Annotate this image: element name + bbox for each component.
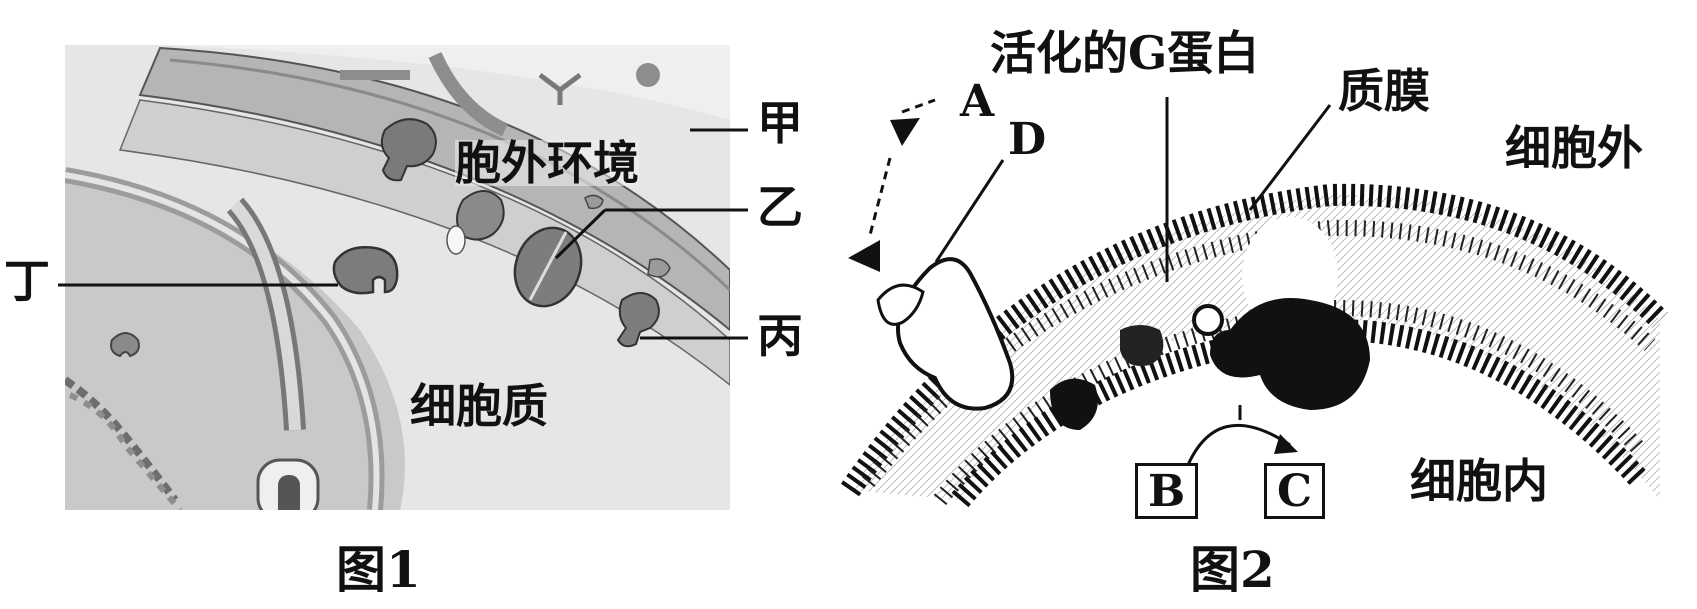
label-yi: 乙 (757, 180, 803, 234)
extracellular-region (160, 45, 730, 120)
arrow-b-to-c-head (1274, 434, 1298, 454)
protein-D-lobe (876, 283, 925, 326)
g-protein-side (1120, 325, 1164, 366)
cycle-line-top (901, 98, 936, 114)
label-activated-g-protein: 活化的G蛋白 (990, 26, 1260, 80)
label-cell-inside: 细胞内 (1410, 454, 1548, 508)
extracellular-particle (636, 63, 660, 87)
figure1-caption: 图1 (336, 540, 421, 599)
dna-helix-b (68, 392, 183, 510)
arrow-b-to-c (1183, 423, 1291, 473)
protein-fragment (647, 258, 671, 278)
cycle-line-left (868, 157, 892, 236)
protein-blob-small (110, 332, 140, 358)
membrane-inner-line (169, 58, 730, 292)
label-extracellular-env: 胞外环境 (455, 136, 639, 190)
protein-ding (332, 246, 399, 295)
signal-molecule (446, 225, 466, 255)
bilayer-hatch (850, 194, 1660, 500)
g-protein-subunit (1192, 304, 1224, 336)
protein-fragment-two (584, 194, 604, 210)
label-cytoplasm: 细胞质 (410, 379, 548, 433)
dna-helix-a (65, 376, 179, 503)
label-C: C (1264, 463, 1326, 519)
protein-bing (616, 292, 660, 348)
bilayer-inner-tails (933, 299, 1646, 506)
effector-blob (1050, 378, 1098, 430)
leader-plasma-membrane (1248, 104, 1332, 211)
label-ding: 丁 (4, 254, 50, 308)
g-protein-complex (1210, 298, 1370, 410)
figure2-panel (840, 183, 1668, 508)
vesicle-tube-inner (230, 200, 301, 431)
figure1-panel (65, 45, 730, 510)
membrane-layer-two (118, 99, 730, 386)
label-B: B (1135, 463, 1199, 519)
label-D: D (1008, 114, 1047, 165)
label-jia: 甲 (757, 96, 803, 150)
cycle-arrowhead-left (848, 240, 880, 272)
protein-D (896, 257, 1015, 411)
plasma-membrane-band (138, 46, 730, 332)
nuclear-pore-channel (278, 475, 300, 510)
nucleus-region (65, 170, 405, 510)
protein-yi-channel (528, 231, 568, 301)
leader-yi-diag (554, 208, 607, 260)
figure2-caption: 图2 (1190, 540, 1275, 599)
label-plasma-membrane: 质膜 (1338, 64, 1430, 118)
label-A: A (960, 76, 995, 127)
label-cell-outside: 细胞外 (1505, 121, 1643, 175)
leader-D (934, 159, 1005, 263)
nuclear-envelope-highlight (65, 172, 380, 510)
fiber-one (428, 52, 508, 137)
label-bing: 丙 (757, 309, 803, 363)
receptor-protein-upper (380, 118, 437, 182)
receptor-y-shape (538, 73, 582, 105)
cycle-arrowhead-top (890, 118, 920, 146)
